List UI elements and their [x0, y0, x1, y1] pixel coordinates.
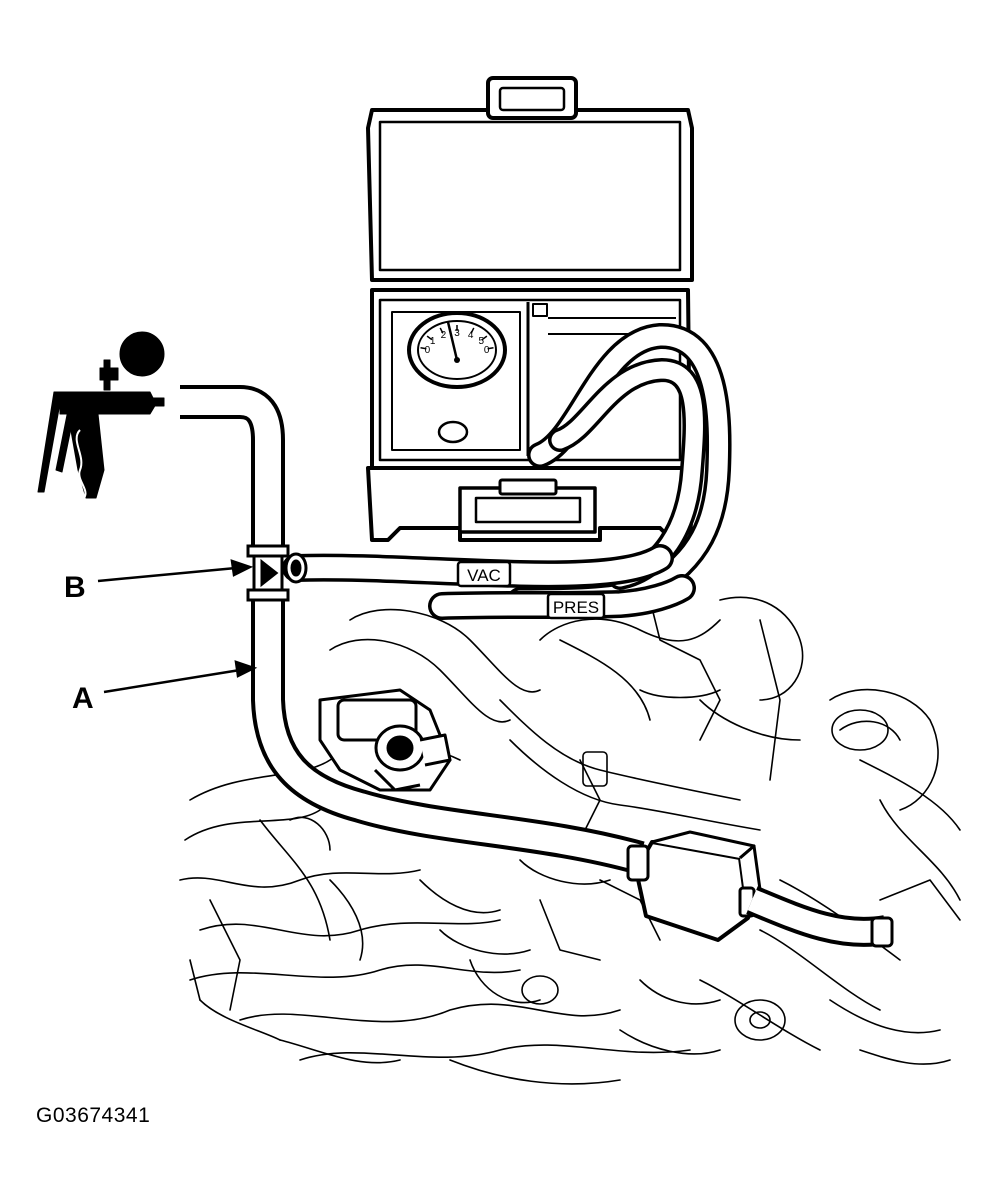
- gauge-tick: [470, 327, 475, 334]
- hose-a: [251, 600, 645, 875]
- gauge-tick: [420, 347, 427, 350]
- callout-label-b: B: [64, 571, 86, 604]
- vacuum-pressure-gauge-case: [366, 76, 696, 542]
- vac-hose-tag: VAC: [456, 560, 512, 588]
- callout-label-a: A: [72, 682, 94, 715]
- vac-tag-text: VAC: [467, 566, 501, 585]
- gauge-dial-mark: 5: [479, 336, 485, 347]
- gauge-dial-mark: 4: [468, 330, 474, 341]
- hand-vacuum-pump: [37, 331, 165, 499]
- gauge-dial-mark: 1: [430, 336, 436, 347]
- pres-tag-text: PRES: [553, 598, 599, 617]
- throttle-body: [318, 688, 452, 792]
- purge-canister: [626, 830, 764, 942]
- tee-fitting-b: [246, 544, 308, 602]
- gauge-tick: [481, 335, 488, 341]
- gauge-tick: [487, 347, 494, 350]
- gauge-tick: [439, 327, 444, 334]
- gauge-dial-mark: 3: [454, 328, 460, 339]
- gauge-tick: [426, 335, 433, 341]
- gauge-dial-mark: 2: [441, 330, 447, 341]
- pres-hose-tag: PRES: [546, 592, 606, 620]
- gauge-dial-mark: 0: [484, 345, 490, 356]
- canister-outlet-hose: [746, 886, 894, 948]
- vac-hose: [282, 544, 674, 589]
- figure-id: G03674341: [36, 1104, 151, 1127]
- callout-leaders: [97, 559, 258, 694]
- upper-hose: [180, 385, 285, 546]
- gauge-dial-mark: 0: [425, 345, 431, 356]
